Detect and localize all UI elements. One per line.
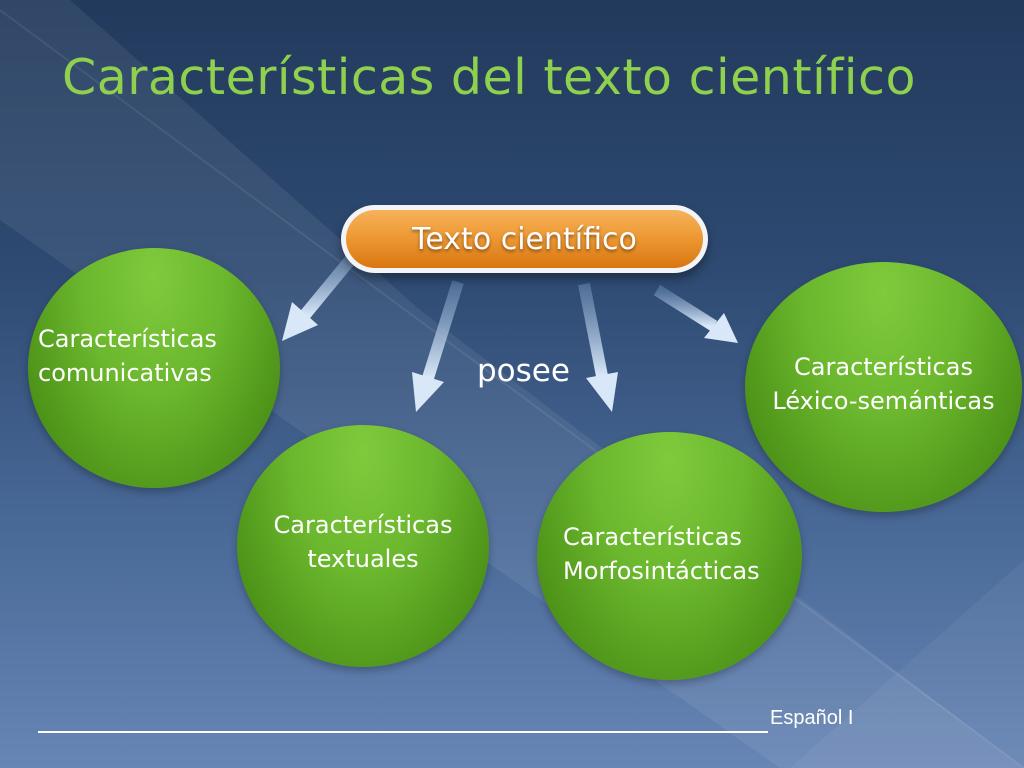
- central-node: Texto científico: [341, 205, 708, 273]
- node-textuales: [237, 425, 489, 667]
- connector-label: posee: [477, 353, 570, 389]
- arrow-to-textuales: [412, 280, 464, 412]
- arrow-to-morfosintacticas: [578, 282, 618, 412]
- slide-title: Características del texto científico: [62, 49, 916, 106]
- background-diagonal-line: [0, 9, 1024, 768]
- arrow-to-lexico-semanticas: [653, 284, 738, 343]
- node-comunicativas-label: Características comunicativas: [38, 325, 217, 387]
- footer-course-label: Español I: [770, 707, 854, 729]
- central-node-fill: Texto científico: [346, 210, 703, 268]
- node-morfosintacticas: [537, 432, 802, 680]
- slide-footer: Español I: [38, 703, 868, 733]
- central-node-label: Texto científico: [412, 221, 637, 257]
- node-comunicativas: [28, 248, 280, 488]
- background-bottom-right-panel: [790, 560, 1024, 768]
- node-morfosintacticas-label: Características Morfosintácticas: [563, 523, 760, 585]
- node-lexico-semanticas-label: Características Léxico-semánticas: [772, 353, 995, 415]
- footer-underline: [38, 707, 768, 733]
- node-lexico-semanticas: [745, 262, 1022, 512]
- node-textuales-label: Características textuales: [273, 511, 453, 573]
